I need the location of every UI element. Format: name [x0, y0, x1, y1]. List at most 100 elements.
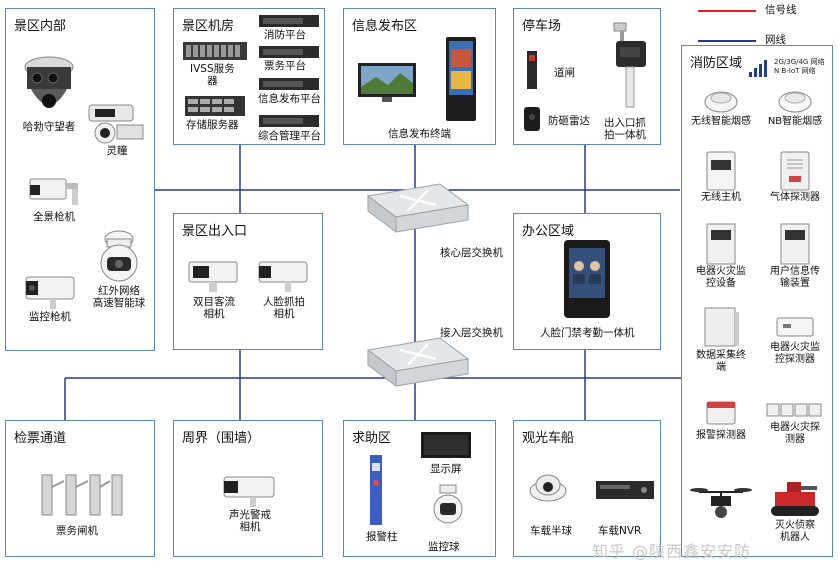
zone-tour-vehicle: 观光车船 车载半球 车载NVR [513, 420, 661, 557]
mini-dome-camera-icon [529, 474, 567, 502]
device-face-capture-camera: 人脸抓拍 相机 [250, 258, 318, 320]
device-label: 灭火侦察 机器人 [775, 520, 815, 543]
zone-perimeter: 周界（围墙） 声光警戒 相机 [173, 420, 323, 557]
zone-title: 景区机房 [182, 19, 235, 34]
zone-title: 周界（围墙） [182, 431, 261, 446]
zone-title: 景区内部 [14, 19, 67, 34]
device-label: 报警探测器 [696, 430, 746, 441]
alarm-detector-icon [706, 401, 736, 425]
device-infrared-speed-dome: 红外网络 高速智能球 [82, 227, 156, 309]
device-storage-server: 存储服务器 [186, 119, 239, 131]
device-hubble-watcher: 哈勃守望者 [14, 53, 84, 133]
smoke-detector-icon [704, 91, 738, 113]
device-label: NB智能烟感 [767, 116, 823, 127]
device-bullet-camera: 监控枪机 [10, 271, 90, 323]
device-lingtong: 灵瞳 [82, 99, 152, 157]
device-user-info-transmitter: 用户信息传 输装置 [758, 222, 832, 290]
zone-ticket-channel: 检票通道 票务闸机 [5, 420, 155, 557]
smoke-detector-icon [778, 91, 812, 113]
device-audio-visual-warning-camera: 声光警戒 相机 [210, 473, 290, 533]
device-entrance-capture-camera: 出入口抓 拍一体机 [604, 117, 646, 141]
access-switch-label: 接入层交换机 [440, 327, 503, 339]
core-switch-icon [366, 183, 470, 233]
device-label: 无线主机 [701, 192, 741, 203]
device-electrical-fire-detector: 电器火灾监 控探测器 [758, 312, 832, 366]
device-vehicle-nvr: 车载NVR [598, 525, 642, 537]
ivss-server-icon [183, 42, 247, 60]
zone-title: 停车场 [522, 19, 562, 34]
device-label: 用户信息传 输装置 [770, 266, 820, 289]
robot-icon [771, 482, 819, 516]
rack-server-icon [259, 46, 319, 58]
dual-lens-camera-icon [88, 104, 144, 144]
device-label: 人脸抓拍 相机 [263, 296, 305, 320]
zone-parking: 停车场 道闸 防砸雷达 出入口抓 拍一体机 [513, 8, 661, 145]
device-label: 电器火灾监 控设备 [696, 266, 746, 289]
kiosk-terminal-icon [446, 37, 476, 121]
watermark: 知乎 @陕西鑫安安防 [592, 542, 752, 561]
device-fire-platform: 消防平台 [264, 29, 306, 41]
zone-info-release: 信息发布区 信息发布终端 [343, 8, 496, 145]
device-gas-detector: 气体探测器 [758, 150, 832, 204]
bullet-camera-icon [223, 476, 275, 507]
device-drone [684, 482, 758, 524]
speed-dome-camera-icon [433, 484, 463, 524]
zone-scenic-interior: 景区内部 哈勃守望者 灵瞳 [5, 8, 155, 351]
device-label: 哈勃守望者 [22, 121, 76, 133]
device-alarm-pillar: 报警柱 [366, 531, 398, 543]
barrier-gate-icon [527, 51, 537, 89]
device-label: 监控枪机 [29, 311, 71, 323]
device-label: 全景枪机 [33, 211, 75, 223]
panoramic-dome-camera-icon [24, 56, 74, 108]
face-access-terminal-icon [564, 240, 610, 318]
bullet-camera-icon [29, 178, 78, 205]
device-electrical-fire-monitor: 电器火灾监 控设备 [684, 222, 758, 290]
alarm-pillar-icon [370, 455, 382, 525]
turnstile-icon [41, 474, 123, 516]
device-label: 红外网络 高速智能球 [92, 285, 146, 309]
zone-title: 观光车船 [522, 431, 575, 446]
device-wireless-host: 无线主机 [684, 150, 758, 204]
rack-server-icon [259, 115, 319, 127]
network-note: 2G/3G/4G 网络 N B-IoT 网络 [774, 58, 825, 75]
device-alarm-detector: 报警探测器 [684, 398, 758, 442]
device-vehicle-dome: 车载半球 [530, 525, 572, 537]
wireless-host-icon [706, 151, 736, 191]
drone-icon [690, 488, 752, 518]
zone-title: 景区出入口 [182, 224, 248, 239]
device-label: 灵瞳 [106, 145, 128, 157]
device-label: 无线智能烟感 [691, 116, 751, 127]
vehicle-nvr-icon [596, 481, 654, 499]
device-label: 声光警戒 相机 [229, 509, 271, 533]
device-panoramic-bullet: 全景枪机 [14, 171, 94, 223]
device-info-release-terminal: 信息发布终端 [388, 128, 451, 140]
device-face-access-attendance: 人脸门禁考勤一体机 [540, 327, 635, 339]
speed-dome-camera-icon [100, 230, 138, 282]
zone-title: 消防区域 [690, 56, 743, 71]
zone-title: 检票通道 [14, 431, 67, 446]
led-display-icon [421, 432, 471, 458]
display-monitor-icon [358, 63, 416, 102]
legend-network-label: 网线 [765, 34, 786, 46]
zone-title: 信息发布区 [352, 19, 418, 34]
entrance-capture-unit-icon [613, 22, 646, 108]
device-fire-fighting-robot: 灭火侦察 机器人 [758, 478, 832, 544]
zone-office: 办公区域 人脸门禁考勤一体机 [513, 213, 661, 350]
bullet-camera-icon [25, 276, 75, 309]
device-ticket-gate: 票务闸机 [56, 525, 98, 537]
device-barrier-gate: 道闸 [554, 67, 575, 79]
device-anti-smash-radar: 防砸雷达 [548, 115, 590, 127]
device-nb-smoke-detector: NB智能烟感 [758, 84, 832, 128]
device-ticket-platform: 票务平台 [264, 60, 306, 72]
detector-module-icon [776, 317, 814, 337]
gas-detector-icon [780, 151, 810, 191]
zone-machine-room: 景区机房 消防平台 IVSS服务 器 票务平台 信息发布平台 存储服务器 综合管… [173, 8, 325, 145]
device-electrical-fire-sensor: 电器火灾探 测器 [758, 398, 832, 446]
terminal-box-icon [704, 307, 739, 347]
device-ivss-server: IVSS服务 器 [190, 63, 235, 87]
device-label: 数据采集终 端 [696, 350, 746, 373]
device-label: 电器火灾探 测器 [770, 422, 820, 445]
core-switch-label: 核心层交换机 [440, 247, 503, 259]
